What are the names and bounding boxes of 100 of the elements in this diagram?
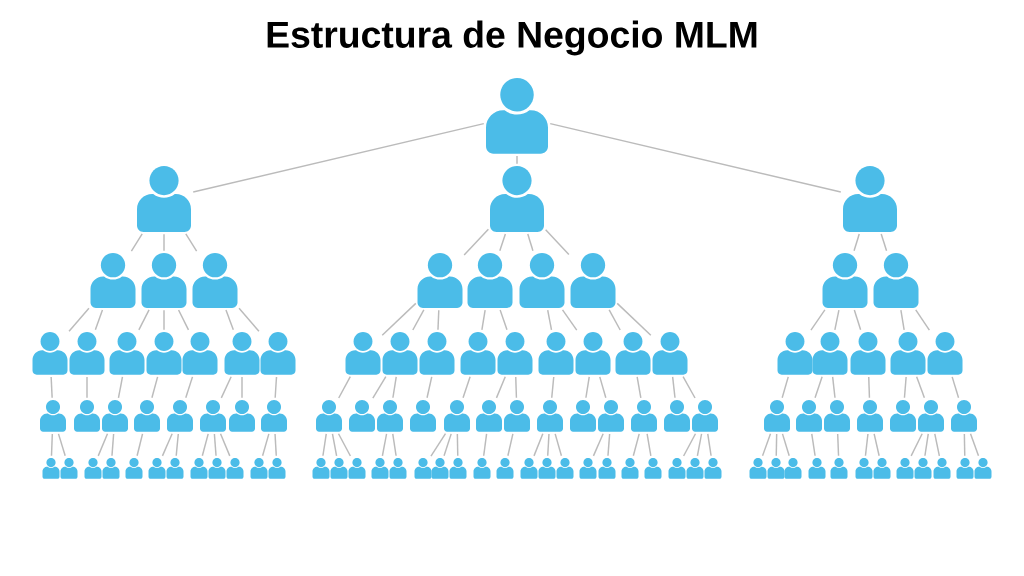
connector-line (331, 433, 338, 457)
person-icon (796, 400, 822, 432)
person-icon (504, 400, 530, 432)
connector-line (546, 309, 553, 331)
connector-line (868, 376, 871, 399)
person-icon (102, 458, 120, 479)
person-icon (933, 458, 951, 479)
connector-line (392, 433, 397, 457)
person-icon (190, 458, 208, 479)
person-icon (890, 332, 926, 375)
connector-line (636, 376, 642, 399)
person-icon (822, 253, 868, 308)
connector-line (372, 375, 387, 399)
person-icon (382, 332, 418, 375)
connector-line (880, 233, 888, 252)
person-icon (857, 400, 883, 432)
connector-line (117, 376, 124, 399)
person-icon (956, 458, 974, 479)
connector-line (910, 433, 923, 457)
connector-line (831, 376, 836, 399)
connector-line (707, 433, 712, 457)
connector-line (515, 376, 518, 399)
connector-line (696, 433, 703, 457)
person-icon (873, 253, 919, 308)
connector-line (671, 376, 676, 399)
person-icon (570, 253, 616, 308)
person-icon (579, 458, 597, 479)
person-icon (449, 458, 467, 479)
person-icon (812, 332, 848, 375)
connector-line (814, 376, 823, 399)
person-icon (644, 458, 662, 479)
connector-line (97, 433, 109, 457)
connector-line (781, 376, 789, 399)
connector-line (274, 433, 277, 457)
connector-line (903, 376, 907, 399)
connector-line (57, 433, 66, 457)
person-icon (767, 458, 785, 479)
person-icon (460, 332, 496, 375)
person-icon (348, 458, 366, 479)
person-icon (261, 400, 287, 432)
connector-line (495, 376, 506, 399)
connector-line (607, 433, 611, 457)
connector-line (192, 122, 485, 193)
connector-line (50, 376, 53, 399)
connector-line (213, 433, 217, 457)
connector-line (915, 376, 926, 399)
person-icon (575, 332, 611, 375)
person-icon (192, 253, 238, 308)
connector-line (608, 309, 621, 331)
person-icon (419, 332, 455, 375)
person-icon (873, 458, 891, 479)
person-icon (668, 458, 686, 479)
connector-line (549, 122, 842, 193)
person-icon (40, 400, 66, 432)
person-icon (824, 400, 850, 432)
title: Estructura de Negocio MLM (267, 20, 757, 56)
person-icon (496, 458, 514, 479)
connector-line (161, 433, 173, 457)
person-icon (621, 458, 639, 479)
person-icon (974, 458, 992, 479)
person-icon (951, 400, 977, 432)
person-icon (556, 458, 574, 479)
person-icon (519, 253, 565, 308)
person-icon (692, 400, 718, 432)
person-icon (389, 458, 407, 479)
connector-line (177, 309, 190, 331)
connector-line (430, 432, 447, 457)
person-icon (224, 332, 260, 375)
connector-line (138, 309, 150, 331)
connector-line (426, 376, 433, 399)
person-icon (850, 332, 886, 375)
connector-line (337, 433, 352, 457)
person-icon (473, 458, 491, 479)
connector-line (682, 433, 697, 457)
connector-line (551, 376, 555, 399)
person-icon (371, 458, 389, 479)
connector-line (456, 433, 459, 457)
person-icon (598, 400, 624, 432)
connector-line (163, 309, 165, 331)
connector-line (934, 433, 941, 457)
person-icon (226, 458, 244, 479)
person-icon (444, 400, 470, 432)
connector-line (527, 233, 534, 252)
connector-line (220, 376, 232, 399)
connector-line (151, 376, 159, 399)
connector-line (561, 309, 578, 331)
person-icon (686, 458, 704, 479)
person-icon (182, 332, 218, 375)
connector-line (810, 309, 826, 331)
connector-line (111, 433, 115, 457)
person-icon (312, 458, 330, 479)
connector-line (834, 309, 840, 331)
connector-line (499, 233, 507, 252)
connector-line (873, 433, 880, 457)
connector-line (381, 433, 388, 457)
connector-line (136, 433, 144, 457)
connector-line (225, 309, 235, 331)
connector-line (175, 433, 179, 457)
connector-line (682, 375, 696, 399)
person-icon (146, 332, 182, 375)
